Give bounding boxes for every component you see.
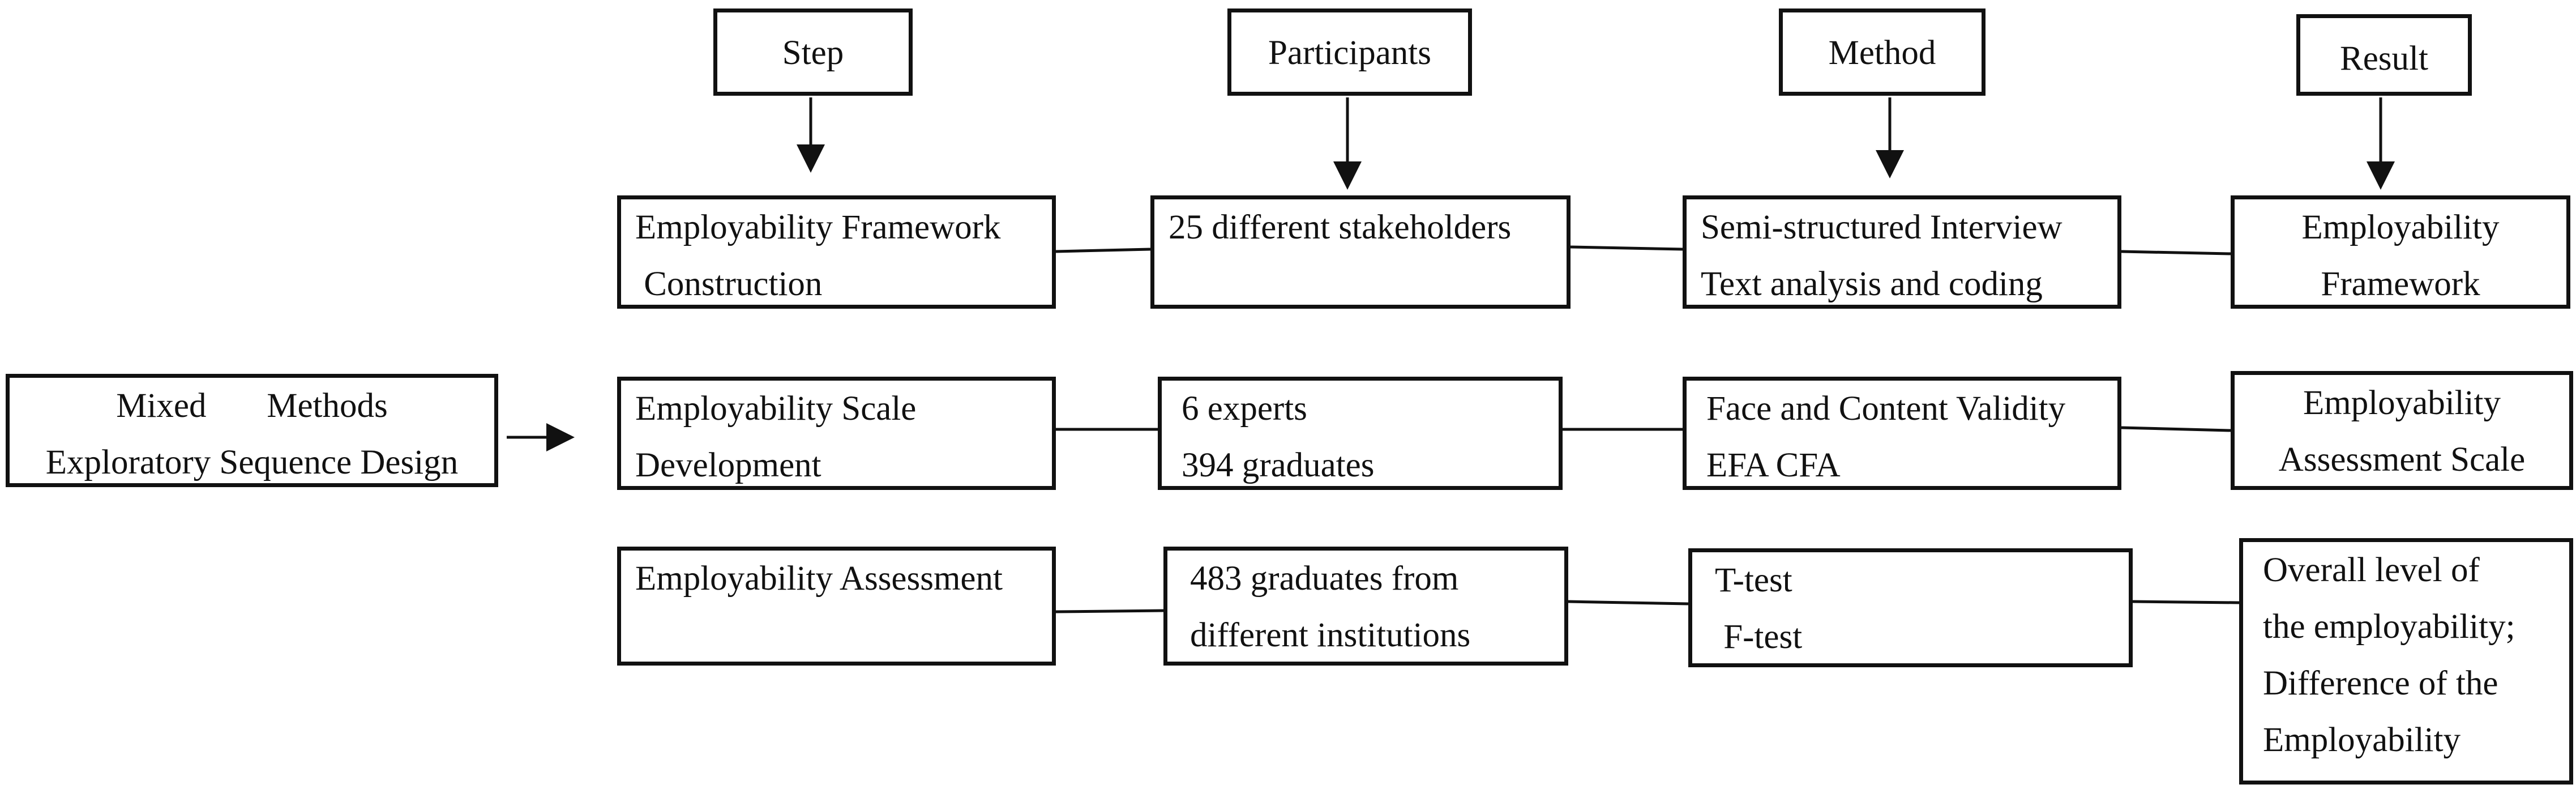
connector-r1-part-meth <box>1570 245 1683 251</box>
method-interview-box: Semi-structured Interview Text analysis … <box>1683 195 2121 309</box>
header-participants: Participants <box>1227 8 1472 96</box>
result-text-line: Framework <box>2321 265 2480 303</box>
mixed-methods-design-box: Mixed Methods Exploratory Sequence Desig… <box>6 374 498 487</box>
design-line-2: Exploratory Sequence Design <box>45 444 459 481</box>
connector-r1-step-part <box>1055 248 1151 253</box>
result-framework-box: Employability Framework <box>2231 195 2570 309</box>
method-text-line: EFA CFA <box>1706 446 1841 484</box>
header-step: Step <box>713 8 913 96</box>
method-text-line: F-test <box>1715 618 1803 656</box>
design-line-1: Mixed Methods <box>116 387 388 425</box>
header-result: Result <box>2296 14 2472 96</box>
method-text-line: Face and Content Validity <box>1706 390 2066 428</box>
method-ttest-ftest-box: T-test F-test <box>1688 548 2133 667</box>
result-text-line: Assessment Scale <box>2278 441 2526 479</box>
method-text-line: T-test <box>1715 561 1792 599</box>
connector-r3-part-meth <box>1568 600 1689 606</box>
step-framework-construction-box: Employability Framework Construction <box>617 195 1056 309</box>
header-method: Method <box>1779 8 1986 96</box>
step-text-line: Employability Scale <box>635 390 917 428</box>
result-text-line: Employability <box>2301 208 2500 246</box>
method-validity-efa-box: Face and Content Validity EFA CFA <box>1683 377 2121 490</box>
method-text-line: Text analysis and coding <box>1701 265 2043 303</box>
participants-experts-graduates-box: 6 experts 394 graduates <box>1158 377 1563 490</box>
connector-r2-meth-res <box>2121 426 2231 432</box>
result-overall-level-box: Overall level of the employability; Diff… <box>2239 538 2573 785</box>
participants-text-line: 394 graduates <box>1182 446 1375 484</box>
participants-institutions-box: 483 graduates from different institution… <box>1163 547 1568 666</box>
participants-text-line: 6 experts <box>1182 390 1307 428</box>
result-text-line: Employability <box>2263 721 2461 759</box>
result-text-line: the employability; <box>2263 608 2515 646</box>
method-text-line: Semi-structured Interview <box>1701 208 2062 246</box>
participants-stakeholders-box: 25 different stakeholders <box>1150 195 1571 309</box>
step-text-line: Construction <box>635 265 823 303</box>
participants-text-line: 483 graduates from <box>1190 560 1459 598</box>
step-scale-development-box: Employability Scale Development <box>617 377 1056 490</box>
result-text-line: Employability <box>2303 384 2501 422</box>
step-assessment-box: Employability Assessment <box>617 547 1056 666</box>
connector-r3-step-part <box>1055 609 1164 613</box>
connector-r3-meth-res <box>2132 600 2240 604</box>
step-text-line: Employability Framework <box>635 208 1001 246</box>
participants-text-line: different institutions <box>1190 616 1471 654</box>
result-assessment-scale-box: Employability Assessment Scale <box>2231 371 2573 490</box>
step-text-line: Development <box>635 446 821 484</box>
result-text-line: Difference of the <box>2263 664 2498 702</box>
result-text-line: Overall level of <box>2263 551 2480 589</box>
step-text-line: Employability Assessment <box>635 560 1003 598</box>
participants-text-line: 25 different stakeholders <box>1169 208 1512 246</box>
connector-r1-meth-res <box>2121 250 2231 255</box>
